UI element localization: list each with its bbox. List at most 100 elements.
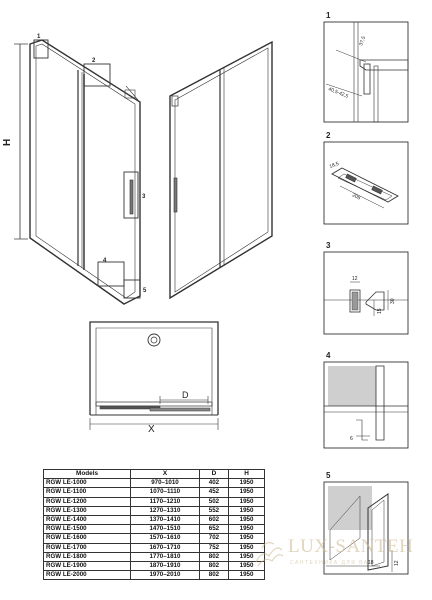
column-header-models: Models xyxy=(42,468,132,480)
cell-x: 1970–2010 xyxy=(130,570,200,581)
height-label: H xyxy=(2,139,13,146)
front-door-panel xyxy=(29,39,141,305)
cell-x: 1370–1410 xyxy=(130,514,200,526)
callout-boxes xyxy=(33,39,141,299)
cell-x: 1870–1910 xyxy=(130,560,200,572)
cell-x: 1770–1810 xyxy=(130,551,200,562)
drain-circle xyxy=(147,333,161,347)
callout-label-4: 4 xyxy=(103,258,107,264)
cell-d: 452 xyxy=(198,487,230,498)
cell-model: RGW LE-1700 xyxy=(42,542,132,553)
detail-5-dim-b: 12 xyxy=(394,560,400,566)
detail-number-1: 1 xyxy=(326,11,331,20)
detail-box-3 xyxy=(323,251,409,335)
cell-model: RGW LE-1600 xyxy=(42,533,132,544)
column-header-d: D xyxy=(198,468,230,480)
plan-depth-label: D xyxy=(182,390,189,400)
cell-h: 1950 xyxy=(228,570,265,581)
cell-d: 652 xyxy=(198,524,230,535)
cell-d: 802 xyxy=(198,560,230,572)
watermark: LUX-SANTEH САНТЕХНИКА ДЛЯ ВАС xyxy=(250,534,430,584)
cell-model: RGW LE-1500 xyxy=(42,524,132,535)
detail-number-5: 5 xyxy=(326,471,331,480)
cell-model: RGW LE-1000 xyxy=(42,478,132,489)
cell-d: 402 xyxy=(198,478,230,489)
cell-h: 1950 xyxy=(228,514,265,526)
cell-model: RGW LE-1800 xyxy=(42,551,132,562)
cell-x: 1470–1510 xyxy=(130,524,200,535)
column-header-h: H xyxy=(228,468,265,480)
detail-box-2 xyxy=(323,141,409,225)
cell-model: RGW LE-1100 xyxy=(42,487,132,498)
cell-h: 1950 xyxy=(228,505,265,516)
detail-4-dim-a: 6 xyxy=(350,436,353,442)
detail-number-3: 3 xyxy=(326,241,331,250)
callout-label-3: 3 xyxy=(142,194,146,200)
column-header-x: X xyxy=(130,468,200,480)
cell-model: RGW LE-1900 xyxy=(42,560,132,572)
cell-d: 802 xyxy=(198,570,230,581)
watermark-emblem-icon xyxy=(255,542,284,567)
cell-model: RGW LE-1300 xyxy=(42,505,132,516)
detail-box-1 xyxy=(323,21,409,123)
table-header-row: Models X D H xyxy=(42,468,265,480)
cell-x: 1570–1610 xyxy=(130,533,200,544)
watermark-tagline: САНТЕХНИКА ДЛЯ ВАС xyxy=(290,560,374,566)
cell-h: 1950 xyxy=(228,542,265,553)
detail-3-dim-b: 30 xyxy=(390,298,396,304)
detail-3-dim-a: 12 xyxy=(352,276,358,282)
cell-h: 1950 xyxy=(228,551,265,562)
cell-h: 1950 xyxy=(228,524,265,535)
detail-1-dim-a: 37,5 xyxy=(358,35,367,46)
front-door-handle xyxy=(129,179,134,215)
cell-model: RGW LE-1400 xyxy=(42,514,132,526)
watermark-brand: LUX-SANTEH xyxy=(288,536,414,557)
cell-h: 1950 xyxy=(228,496,265,507)
cell-h: 1950 xyxy=(228,533,265,544)
cell-h: 1950 xyxy=(228,487,265,498)
cell-h: 1950 xyxy=(228,560,265,572)
detail-number-4: 4 xyxy=(326,351,331,360)
callout-label-5: 5 xyxy=(143,288,147,294)
cell-d: 502 xyxy=(198,496,230,507)
rear-door-handle xyxy=(173,177,178,213)
rear-door-panel xyxy=(169,40,273,300)
callout-label-2: 2 xyxy=(92,58,96,64)
cell-x: 1070–1110 xyxy=(130,487,200,498)
detail-5-dim-a: 18 xyxy=(368,560,374,566)
detail-box-4 xyxy=(323,361,409,449)
height-dimension xyxy=(14,43,28,240)
cell-d: 802 xyxy=(198,551,230,562)
cell-d: 702 xyxy=(198,533,230,544)
cell-h: 1950 xyxy=(228,478,265,489)
cell-x: 1270–1310 xyxy=(130,505,200,516)
cell-d: 602 xyxy=(198,514,230,526)
cell-d: 752 xyxy=(198,542,230,553)
detail-2-dim-a: 18,5 xyxy=(329,161,340,170)
detail-2-dim-b: 205 xyxy=(351,192,361,201)
cell-model: RGW LE-1200 xyxy=(42,496,132,507)
plan-width-label: X xyxy=(148,424,155,435)
detail-3-dim-c: 15 xyxy=(377,308,383,314)
callout-label-1: 1 xyxy=(37,34,41,40)
detail-number-2: 2 xyxy=(326,131,331,140)
cell-x: 1670–1710 xyxy=(130,542,200,553)
cell-x: 970–1010 xyxy=(130,478,200,489)
cell-d: 552 xyxy=(198,505,230,516)
cell-model: RGW LE-2000 xyxy=(42,570,132,581)
cell-x: 1170–1210 xyxy=(130,496,200,507)
